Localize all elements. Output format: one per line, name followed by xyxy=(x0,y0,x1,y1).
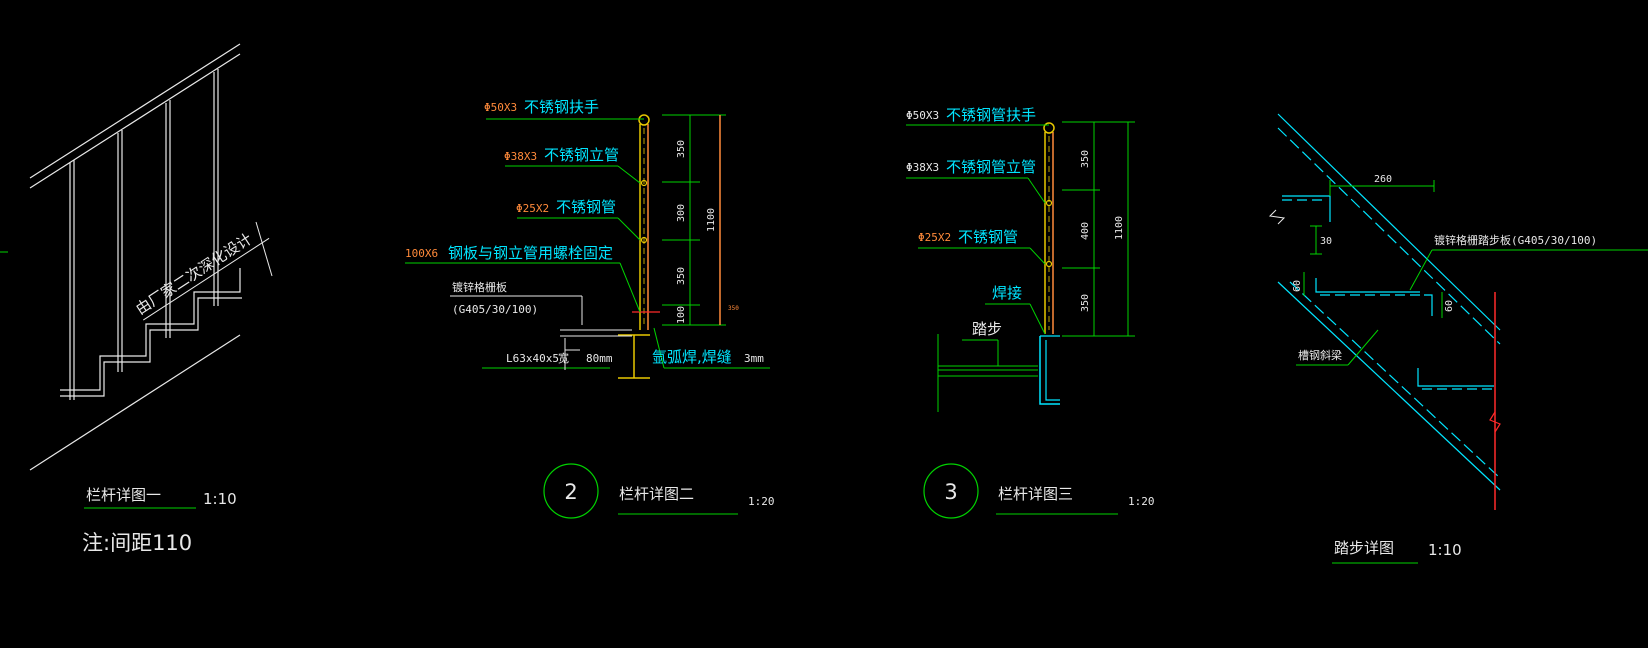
dim-60b: 60 xyxy=(1444,300,1455,312)
handrail-spec: Φ50X3 xyxy=(484,101,517,114)
post-spec: Φ38X3 xyxy=(906,161,939,174)
dim-d2: 400 xyxy=(1080,222,1091,240)
stringer-bottom xyxy=(1277,281,1501,491)
tread-3-channel xyxy=(1417,368,1494,387)
angle-suffix: 宽 xyxy=(558,351,569,365)
grating-spec: (G405/30/100) xyxy=(452,303,538,316)
angle-spec: L63x40x5 xyxy=(506,352,559,365)
angle-len: 80mm xyxy=(586,352,613,365)
detail-3-title: 栏杆详图三 xyxy=(998,485,1073,503)
leader-pipe-d xyxy=(1029,247,1046,265)
tread-text: 镀锌格栅踏步板(G405/30/100) xyxy=(1434,233,1597,247)
plate-text: 钢板与钢立管用螺栓固定 xyxy=(448,244,613,262)
handrail-text: 不锈钢管扶手 xyxy=(946,106,1036,124)
detail-1-railing-elevation: 由厂家二次深化设计 栏杆详图一 1:10 注:间距110 xyxy=(29,43,273,555)
handrail-circle xyxy=(1043,122,1055,134)
dim-d1: 350 xyxy=(1080,150,1091,168)
detail-3-number-circle xyxy=(923,463,979,519)
grating-text: 镀锌格栅板 xyxy=(452,280,507,294)
leader-weld-d xyxy=(653,327,665,369)
dim-width: 260 xyxy=(1374,174,1392,185)
detail-1-note: 注:间距110 xyxy=(82,531,192,555)
dim-d3: 350 xyxy=(1080,294,1091,312)
leader-tread-d xyxy=(1409,249,1433,291)
detail-4-tread-detail: 260 30 60 60 镀锌格栅踏步板(G405/30/100) 槽钢斜梁 踏… xyxy=(1268,113,1648,564)
dim-30: 30 xyxy=(1320,236,1332,247)
stringer-bottom-hidden xyxy=(1289,281,1501,479)
detail-4-scale: 1:10 xyxy=(1428,541,1462,559)
stair-steps xyxy=(60,268,241,391)
handrail-line-top xyxy=(29,43,241,179)
detail-2-title: 栏杆详图二 xyxy=(619,485,694,503)
leader-weld-d xyxy=(1029,303,1046,335)
stair-stringer xyxy=(29,334,241,471)
tread-2-channel xyxy=(1315,278,1420,293)
stair-steps-inner xyxy=(60,297,242,397)
break-line xyxy=(1268,209,1286,225)
dim-total: 1100 xyxy=(706,208,717,232)
channel-outer xyxy=(1039,336,1060,405)
pipe-text: 不锈钢管 xyxy=(958,228,1018,246)
pipe-spec: Φ25X2 xyxy=(516,202,549,215)
leader-post-d xyxy=(1027,177,1046,204)
handrail-spec: Φ50X3 xyxy=(906,109,939,122)
detail-2-railing-section: Φ50X3 不锈钢扶手 Φ38X3 不锈钢立管 Φ25X2 不锈钢管 100X6… xyxy=(405,98,775,519)
handrail-circle xyxy=(638,114,650,126)
detail-1-scale: 1:10 xyxy=(203,490,237,508)
handrail-line-bottom xyxy=(29,53,241,189)
section-break xyxy=(1489,411,1501,433)
tread-2-lip xyxy=(1424,294,1433,316)
post-spec: Φ38X3 xyxy=(504,150,537,163)
rotated-note-underline xyxy=(142,237,270,321)
detail-3-scale: 1:20 xyxy=(1128,495,1155,508)
dim-total: 1100 xyxy=(1114,216,1125,240)
plate-spec: 100X6 xyxy=(405,247,438,260)
weld-text: 焊接 xyxy=(992,284,1022,302)
rotated-note-leader xyxy=(255,221,273,277)
stringer-top xyxy=(1277,113,1501,331)
detail-3-railing-section: Φ50X3 不锈钢管扶手 Φ38X3 不锈钢管立管 Φ25X2 不锈钢管 焊接 … xyxy=(906,106,1155,519)
detail-1-title: 栏杆详图一 xyxy=(86,486,161,504)
leader-plate-d xyxy=(619,262,641,313)
pipe-dot-2 xyxy=(1045,260,1053,268)
weld-text: 氩弧焊,焊缝 xyxy=(652,348,732,366)
detail-3-number: 3 xyxy=(944,480,957,504)
stringer-top-hidden xyxy=(1277,127,1501,345)
pipe-text: 不锈钢管 xyxy=(556,198,616,216)
detail-2-scale: 1:20 xyxy=(748,495,775,508)
tread-text: 踏步 xyxy=(972,320,1002,338)
pipe-spec: Φ25X2 xyxy=(918,231,951,244)
leader-pipe-d xyxy=(617,217,641,241)
dim-d3: 350 xyxy=(676,267,687,285)
dim-d1: 350 xyxy=(676,140,687,158)
dim-tick-label: 350 xyxy=(728,305,739,312)
leader-stringer-d xyxy=(1347,329,1379,366)
dim-d2: 300 xyxy=(676,204,687,222)
stringer-text: 槽钢斜梁 xyxy=(1298,348,1342,362)
channel-inner xyxy=(1045,340,1060,401)
post-text: 不锈钢管立管 xyxy=(946,158,1036,176)
handrail-text: 不锈钢扶手 xyxy=(524,98,599,116)
leader-post-d xyxy=(617,165,641,184)
weld-size: 3mm xyxy=(744,352,764,365)
dim-60a: 60 xyxy=(1292,280,1303,292)
detail-2-number-circle xyxy=(543,463,599,519)
dim-d4: 100 xyxy=(676,306,687,324)
detail-2-number: 2 xyxy=(564,480,577,504)
post-text: 不锈钢立管 xyxy=(544,146,619,164)
detail-4-title: 踏步详图 xyxy=(1334,539,1394,557)
